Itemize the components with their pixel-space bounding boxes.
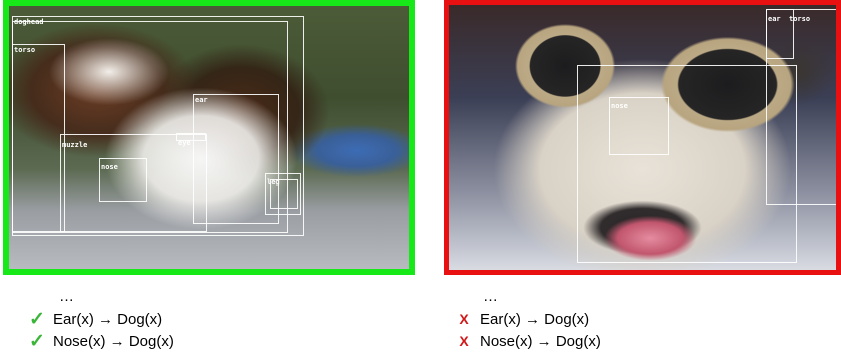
bbox-nose: nose bbox=[609, 97, 669, 155]
rule-text: Nose(x) → Dog(x) bbox=[480, 332, 601, 350]
bbox-label-nose: nose bbox=[611, 102, 628, 110]
rule-ear-dog: ✓ Ear(x) → Dog(x) bbox=[26, 308, 174, 330]
bbox-ear: ear bbox=[766, 9, 794, 59]
rules-ellipsis: … bbox=[483, 288, 498, 305]
bbox-ear: ear bbox=[193, 94, 279, 224]
puppy-photo bbox=[9, 6, 409, 269]
bbox-label-ear: ear bbox=[768, 15, 781, 23]
bbox-label-dog-head: doghead bbox=[14, 18, 44, 26]
rule-text: Nose(x) → Dog(x) bbox=[53, 332, 174, 350]
checkmark-icon: ✓ bbox=[29, 308, 45, 330]
bbox-leg: leg bbox=[265, 173, 301, 215]
cross-icon: X bbox=[459, 333, 469, 349]
bbox-label-leg: leg bbox=[267, 178, 280, 186]
left-image-panel: doghead torso ear muzzle eye nose leg bbox=[3, 0, 415, 275]
bbox-label-torso: torso bbox=[789, 15, 811, 23]
bbox-torso: torso bbox=[12, 44, 65, 232]
rule-text: Ear(x) → Dog(x) bbox=[480, 310, 590, 328]
cross-icon: X bbox=[459, 311, 469, 327]
bbox-dog bbox=[577, 65, 797, 263]
rule-text: Ear(x) → Dog(x) bbox=[53, 310, 163, 328]
rule-nose-dog: ✓ Nose(x) → Dog(x) bbox=[26, 330, 174, 352]
bbox-label-ear: ear bbox=[195, 96, 208, 104]
bbox-label-eye: eye bbox=[178, 139, 191, 147]
bbox-muzzle: muzzle bbox=[60, 134, 207, 232]
bbox-label-muzzle: muzzle bbox=[62, 141, 88, 149]
bulldog-photo bbox=[449, 5, 836, 270]
bbox-torso: torso bbox=[766, 9, 836, 205]
right-rules-list: … X Ear(x) → Dog(x) X Nose(x) → Dog(x) bbox=[453, 288, 601, 352]
rule-nose-dog: X Nose(x) → Dog(x) bbox=[453, 330, 601, 352]
checkmark-icon: ✓ bbox=[29, 330, 45, 352]
right-image-panel: nose torso ear bbox=[444, 0, 841, 275]
rules-ellipsis: … bbox=[59, 288, 74, 305]
bbox-label-nose: nose bbox=[101, 163, 118, 171]
rule-ear-dog: X Ear(x) → Dog(x) bbox=[453, 308, 601, 330]
bbox-label-torso: torso bbox=[14, 46, 36, 54]
bbox-eye: eye bbox=[176, 133, 206, 147]
bbox-leg-inner bbox=[270, 179, 298, 209]
bbox-nose: nose bbox=[99, 158, 147, 202]
left-rules-list: … ✓ Ear(x) → Dog(x) ✓ Nose(x) → Dog(x) bbox=[26, 288, 174, 352]
